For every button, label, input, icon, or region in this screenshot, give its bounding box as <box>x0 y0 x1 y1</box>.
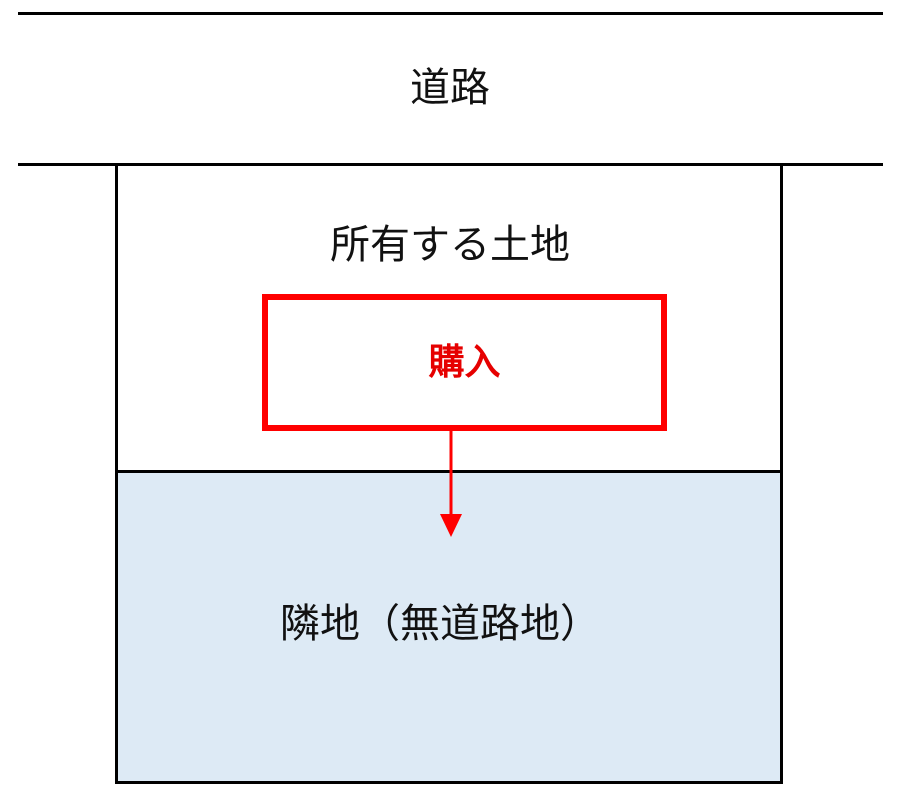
purchase-box: 購入 <box>262 294 667 431</box>
neighbor-land-label: 隣地（無道路地） <box>280 601 600 647</box>
road-top-edge <box>18 12 883 15</box>
purchase-label: 購入 <box>428 342 501 383</box>
road-label: 道路 <box>410 65 490 111</box>
owned-land-label: 所有する土地 <box>330 222 570 268</box>
